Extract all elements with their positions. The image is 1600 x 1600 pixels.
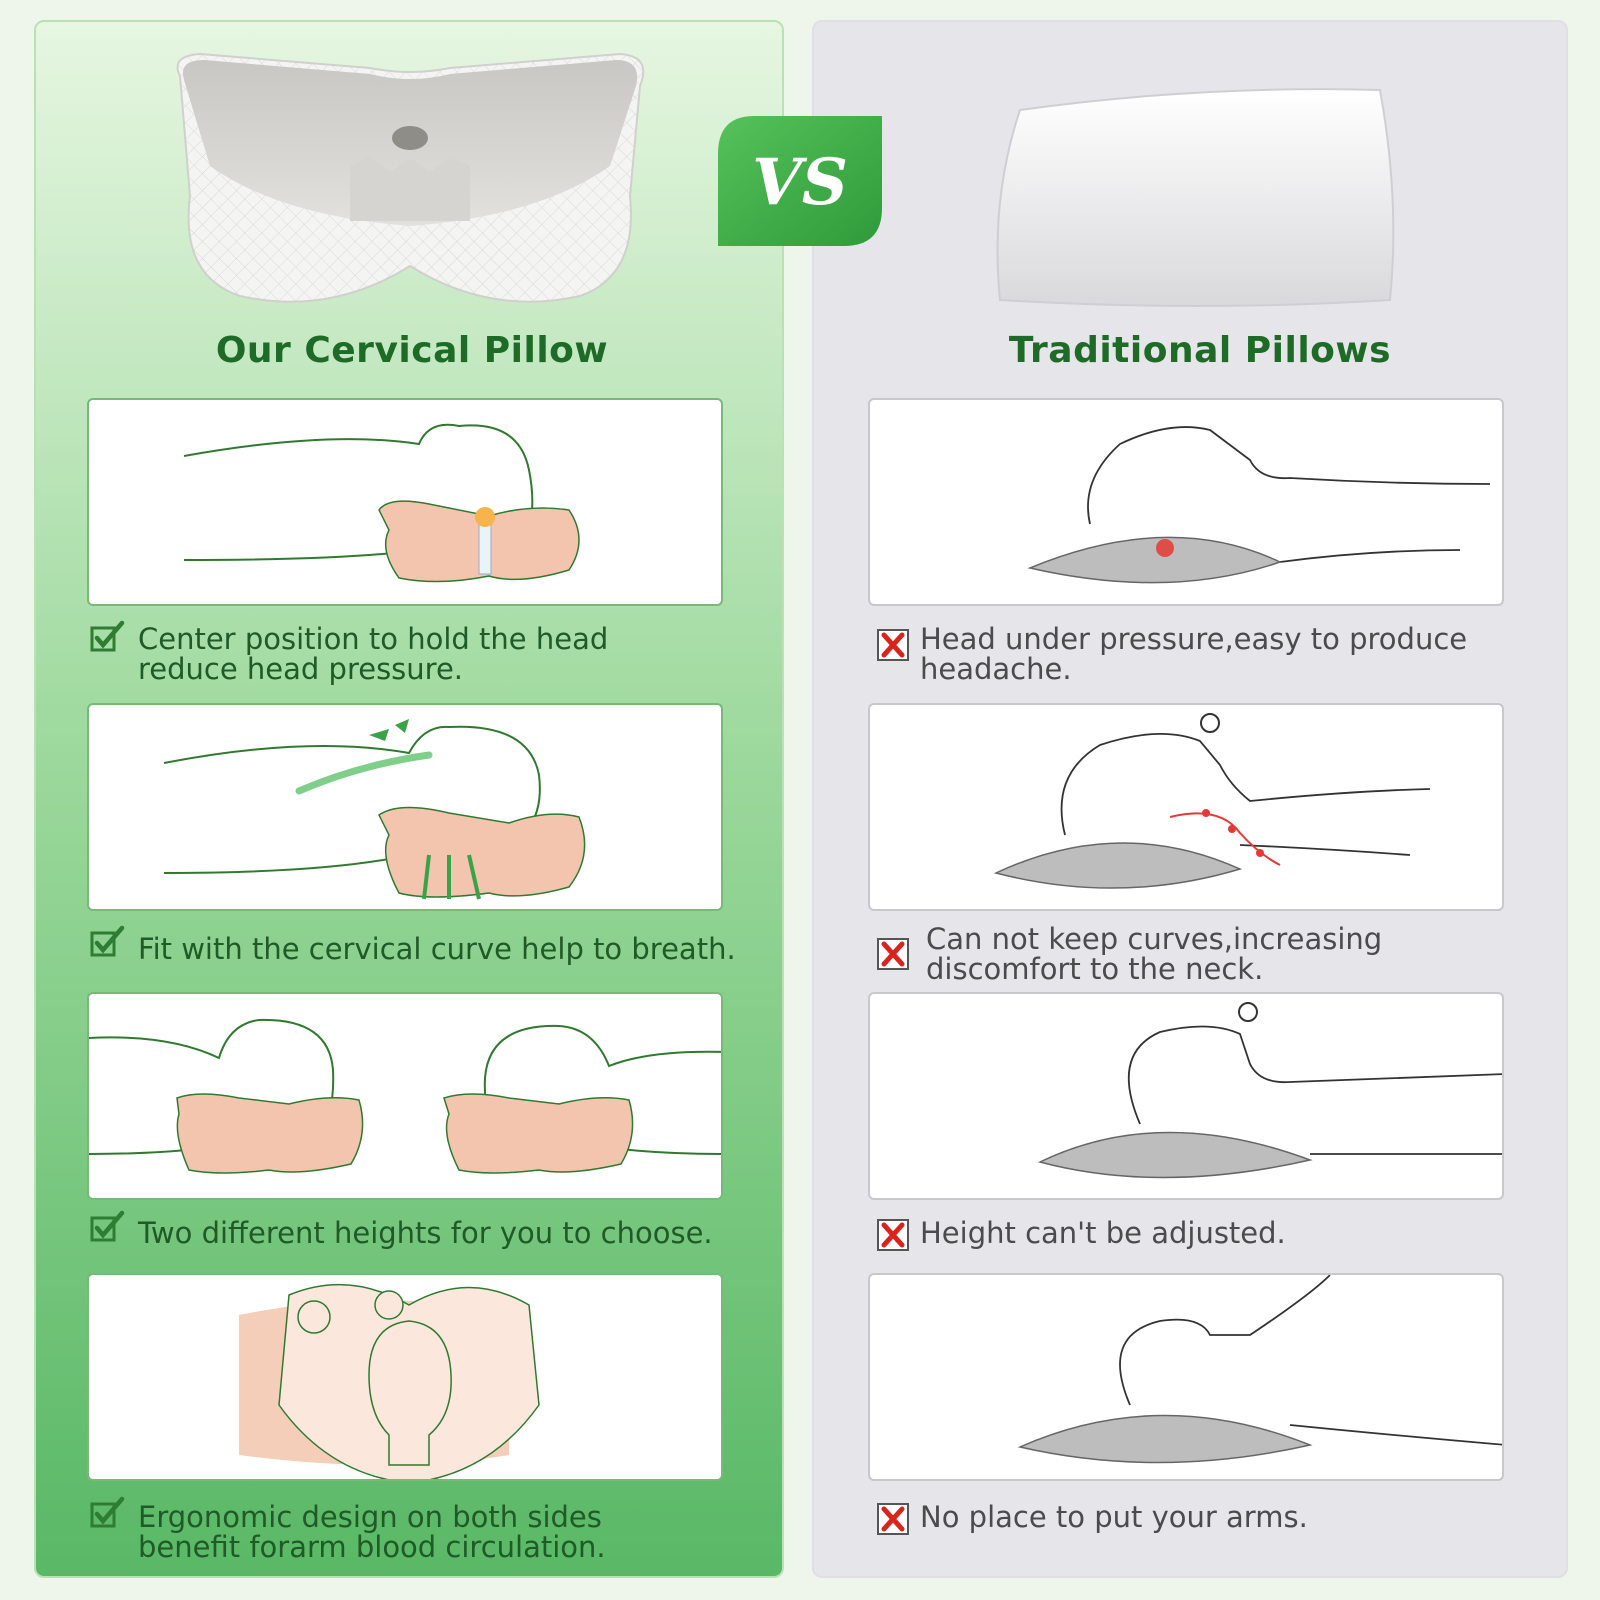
traditional-pillow-photo (996, 88, 1395, 307)
traditional-drawback-1: Head under pressure,easy to produce head… (920, 622, 1468, 686)
cervical-pillow-photo (176, 52, 645, 303)
cervical-head-position-illustration (87, 398, 723, 606)
traditional-drawback-2: Can not keep curves,increasing discomfor… (926, 922, 1383, 986)
traditional-drawback-4: No place to put your arms. (920, 1500, 1308, 1534)
x-mark-icon (877, 1219, 909, 1251)
two-heights-illustration (87, 992, 723, 1200)
left-column-title: Our Cervical Pillow (215, 330, 609, 371)
checkmark-icon (90, 925, 125, 957)
checkmark-icon (90, 1496, 125, 1528)
arm-support-illustration (87, 1273, 723, 1481)
checkmark-icon (90, 620, 125, 652)
checkmark-icon (90, 1210, 125, 1242)
cervical-breathing-illustration (87, 703, 723, 911)
cervical-benefit-4: Ergonomic design on both sides benefit f… (138, 1500, 606, 1564)
traditional-head-pressure-illustration (868, 398, 1504, 606)
traditional-no-arm-room-illustration (868, 1273, 1504, 1481)
vs-label: VS (752, 145, 848, 220)
traditional-fixed-height-illustration (868, 992, 1504, 1200)
cervical-benefit-3: Two different heights for you to choose. (138, 1216, 713, 1250)
x-mark-icon (877, 629, 909, 661)
x-mark-icon (877, 1503, 909, 1535)
traditional-drawback-3: Height can't be adjusted. (920, 1216, 1286, 1250)
cervical-benefit-2: Fit with the cervical curve help to brea… (138, 932, 736, 966)
cervical-benefit-1: Center position to hold the head reduce … (138, 622, 609, 686)
vs-badge: VS (718, 116, 882, 246)
right-column-title: Traditional Pillows (1008, 330, 1392, 371)
x-mark-icon (877, 938, 909, 970)
traditional-neck-curve-illustration (868, 703, 1504, 911)
